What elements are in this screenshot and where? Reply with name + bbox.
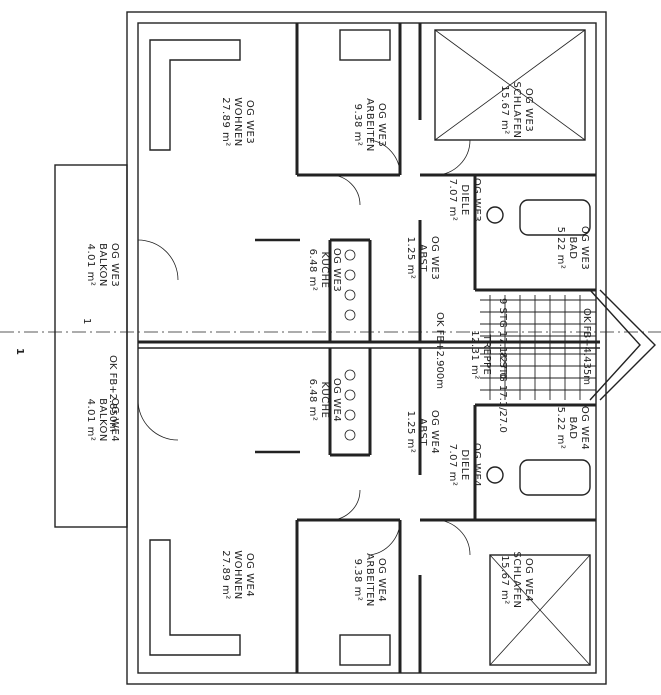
sofa-we4	[149, 539, 241, 656]
section-marker: 1	[14, 348, 25, 355]
door-swings	[137, 139, 471, 556]
hob-we4	[344, 369, 356, 441]
floor-level-note: OK FB+2.900m	[434, 312, 445, 389]
floor-level-note: OK FB+4.435m	[581, 308, 592, 385]
bathtub-we4	[519, 459, 591, 496]
hob-we3	[344, 249, 356, 321]
stair-bay	[599, 289, 656, 401]
desk-we3	[339, 29, 391, 61]
sofa-we3	[149, 39, 241, 151]
bathtub-we3	[519, 199, 591, 236]
desk-we4	[339, 634, 391, 666]
toilet-we4	[486, 466, 504, 484]
stair-treads	[480, 295, 596, 400]
floor-level-note: OK FB+2.850m	[107, 355, 118, 432]
stair-note: 8 STG 17.1/27.0	[497, 352, 508, 433]
bed-we3	[434, 29, 586, 141]
toilet-we3	[486, 206, 504, 224]
bed-we4	[489, 554, 591, 666]
balcony-outline	[54, 164, 128, 528]
section-marker: 1	[81, 318, 92, 325]
